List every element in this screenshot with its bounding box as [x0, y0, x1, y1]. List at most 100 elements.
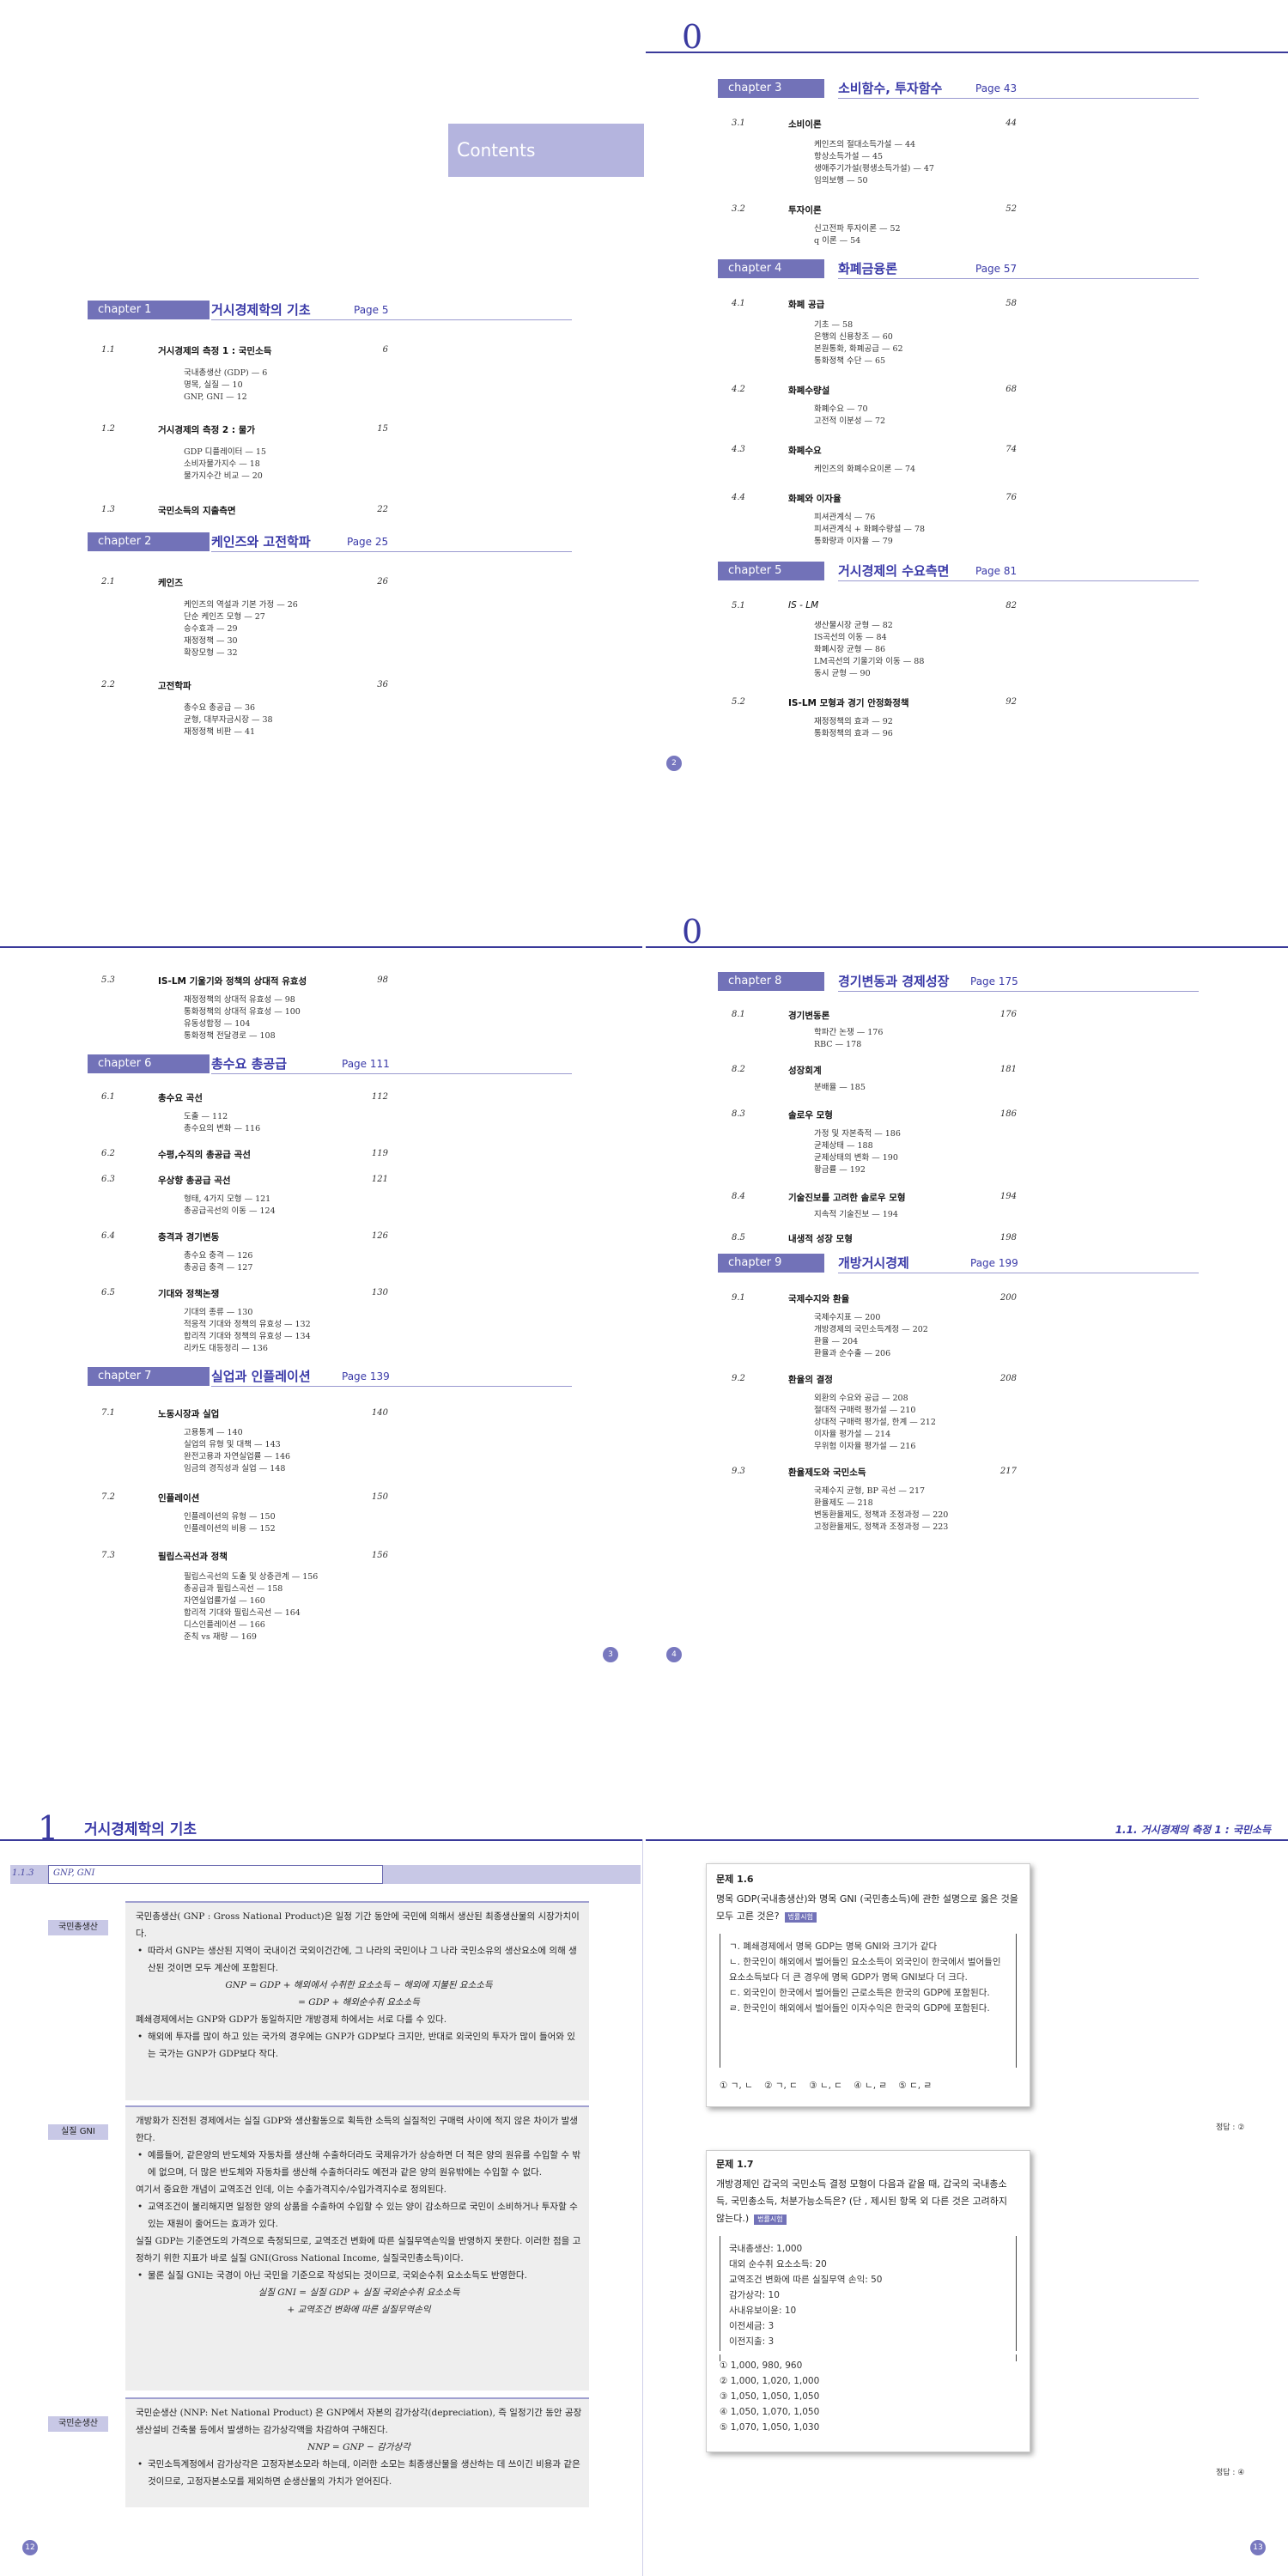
toc-sub-item[interactable]: 균제상태의 변화 — 190: [814, 1153, 898, 1163]
toc-sub-item[interactable]: q 이론 — 54: [814, 236, 861, 246]
toc-sub-item[interactable]: 단순 케인즈 모형 — 27: [184, 612, 265, 622]
toc-section-title[interactable]: 노동시장과 실업: [158, 1409, 220, 1419]
toc-section-title[interactable]: 투자이론: [788, 205, 822, 216]
toc-sub-item[interactable]: 피셔관계식 + 화폐수량설 — 78: [814, 525, 926, 534]
toc-sub-item[interactable]: 기대의 종류 — 130: [184, 1308, 253, 1317]
toc-sub-item[interactable]: 필립스곡선의 도출 및 상충관계 — 156: [184, 1572, 319, 1582]
toc-sub-item[interactable]: LM곡선의 기울기와 이동 — 88: [814, 657, 925, 666]
toc-sub-item[interactable]: 재정정책 비판 — 41: [184, 727, 256, 737]
toc-section-title[interactable]: 화폐와 이자율: [788, 494, 841, 504]
toc-sub-item[interactable]: 명목, 실질 — 10: [184, 380, 243, 390]
toc-section-title[interactable]: 기술진보를 고려한 솔로우 모형: [788, 1193, 906, 1203]
toc-sub-item[interactable]: 이자율 평가설 — 214: [814, 1430, 891, 1439]
toc-sub-item[interactable]: 소비자물가지수 — 18: [184, 459, 260, 469]
toc-sub-item[interactable]: 재정정책 — 30: [184, 636, 238, 646]
toc-section-title[interactable]: 경기변동론: [788, 1011, 830, 1021]
toc-sub-item[interactable]: 생산물시장 균형 — 82: [814, 621, 893, 630]
toc-section-title[interactable]: 수평,수직의 총공급 곡선: [158, 1150, 251, 1160]
toc-section-title[interactable]: 거시경제의 측정 1 : 국민소득: [158, 346, 272, 356]
toc-sub-item[interactable]: 외환의 수요와 공급 — 208: [814, 1394, 908, 1403]
toc-sub-item[interactable]: 실업의 유형 및 대책 — 143: [184, 1440, 281, 1449]
toc-sub-item[interactable]: 고전적 이분성 — 72: [814, 416, 886, 426]
toc-section-title[interactable]: 화폐수요: [788, 446, 822, 456]
toc-sub-item[interactable]: 확장모형 — 32: [184, 648, 238, 658]
toc-sub-item[interactable]: 통화량과 이자율 — 79: [814, 537, 893, 546]
toc-section-title[interactable]: 솔로우 모형: [788, 1110, 833, 1121]
toc-section-title[interactable]: 필립스곡선과 정책: [158, 1552, 228, 1562]
toc-sub-item[interactable]: 인플레이션의 비용 — 152: [184, 1524, 276, 1534]
toc-sub-item[interactable]: 케인즈의 화폐수요이론 — 74: [814, 465, 916, 474]
toc-sub-item[interactable]: 환율제도 — 218: [814, 1498, 873, 1508]
toc-section-title[interactable]: 국민소득의 지출측면: [158, 506, 236, 516]
toc-sub-item[interactable]: 학파간 논쟁 — 176: [814, 1028, 884, 1037]
toc-section-title[interactable]: 인플레이션: [158, 1493, 200, 1504]
toc-sub-item[interactable]: 통화정책의 효과 — 96: [814, 729, 893, 738]
toc-sub-item[interactable]: 임의보행 — 50: [814, 176, 868, 185]
toc-sub-item[interactable]: 준칙 vs 재량 — 169: [184, 1632, 257, 1642]
toc-section-title[interactable]: IS-LM 모형과 경기 안정화정책: [788, 698, 909, 708]
toc-section-title[interactable]: 거시경제의 측정 2 : 물가: [158, 425, 256, 435]
toc-sub-item[interactable]: 신고전파 투자이론 — 52: [814, 224, 901, 234]
toc-sub-item[interactable]: GNP, GNI — 12: [184, 392, 247, 402]
toc-sub-item[interactable]: 본원통화, 화폐공급 — 62: [814, 344, 903, 354]
toc-section-title[interactable]: 소비이론: [788, 119, 822, 130]
toc-sub-item[interactable]: 통화정책 전달경로 — 108: [184, 1031, 276, 1041]
toc-sub-item[interactable]: 피셔관계식 — 76: [814, 513, 876, 522]
toc-sub-item[interactable]: 총공급곡선의 이동 — 124: [184, 1206, 276, 1216]
toc-section-title[interactable]: 우상향 총공급 곡선: [158, 1176, 231, 1186]
toc-sub-item[interactable]: 합리적 기대와 정책의 유효성 — 134: [184, 1332, 311, 1341]
toc-sub-item[interactable]: GDP 디플레이터 — 15: [184, 447, 266, 457]
toc-sub-item[interactable]: 물가지수간 비교 — 20: [184, 471, 263, 481]
toc-sub-item[interactable]: 국제수지표 — 200: [814, 1313, 881, 1322]
toc-sub-item[interactable]: 환율과 순수출 — 206: [814, 1349, 891, 1358]
toc-sub-item[interactable]: 분배율 — 185: [814, 1083, 866, 1092]
toc-sub-item[interactable]: 적응적 기대와 정책의 유효성 — 132: [184, 1320, 311, 1329]
toc-sub-item[interactable]: 유동성함정 — 104: [184, 1019, 251, 1029]
toc-sub-item[interactable]: 화폐시장 균형 — 86: [814, 645, 886, 654]
toc-section-title[interactable]: 화폐수량설: [788, 386, 830, 396]
toc-sub-item[interactable]: 화폐수요 — 70: [814, 404, 868, 414]
toc-section-title[interactable]: 국제수지와 환율: [788, 1294, 850, 1304]
toc-sub-item[interactable]: 국내총생산 (GDP) — 6: [184, 368, 268, 378]
toc-sub-item[interactable]: 총수요의 변화 — 116: [184, 1124, 261, 1133]
toc-sub-item[interactable]: 국제수지 균형, BP 곡선 — 217: [814, 1486, 926, 1496]
toc-sub-item[interactable]: 리카도 대등정리 — 136: [184, 1344, 268, 1353]
toc-sub-item[interactable]: 총수요 총공급 — 36: [184, 703, 256, 713]
toc-sub-item[interactable]: 통화정책 수단 — 65: [814, 356, 886, 366]
toc-sub-item[interactable]: 가정 및 자본축적 — 186: [814, 1129, 901, 1139]
toc-section-title[interactable]: 기대와 정책논쟁: [158, 1289, 220, 1299]
toc-sub-item[interactable]: 재정정책의 상대적 유효성 — 98: [184, 995, 295, 1005]
toc-sub-item[interactable]: 고정환율제도, 정책과 조정과정 — 223: [814, 1522, 949, 1532]
toc-sub-item[interactable]: 무위험 이자율 평가설 — 216: [814, 1442, 916, 1451]
toc-sub-item[interactable]: 동시 균형 — 90: [814, 669, 871, 678]
toc-sub-item[interactable]: 총수요 충격 — 126: [184, 1251, 253, 1261]
toc-sub-item[interactable]: 고용통계 — 140: [184, 1428, 243, 1437]
toc-section-title[interactable]: 화폐 공급: [788, 300, 825, 310]
toc-sub-item[interactable]: 통화정책의 상대적 유효성 — 100: [184, 1007, 301, 1017]
toc-section-title[interactable]: 내생적 성장 모형: [788, 1234, 853, 1244]
toc-sub-item[interactable]: 개방경제의 국민소득계정 — 202: [814, 1325, 928, 1334]
toc-sub-item[interactable]: 인플레이션의 유형 — 150: [184, 1512, 276, 1522]
toc-sub-item[interactable]: 생애주기가설(평생소득가설) — 47: [814, 164, 934, 173]
toc-sub-item[interactable]: 합리적 기대와 필립스곡선 — 164: [184, 1608, 301, 1618]
toc-section-title[interactable]: 고전학파: [158, 681, 191, 691]
toc-section-title[interactable]: IS - LM: [788, 600, 819, 611]
toc-sub-item[interactable]: 디스인플레이션 — 166: [184, 1620, 265, 1630]
toc-sub-item[interactable]: 승수효과 — 29: [184, 624, 238, 634]
toc-sub-item[interactable]: 형태, 4가지 모형 — 121: [184, 1194, 271, 1204]
toc-section-title[interactable]: IS-LM 기울기와 정책의 상대적 유효성: [158, 976, 307, 987]
toc-sub-item[interactable]: 균형, 대부자금시장 — 38: [184, 715, 273, 725]
toc-sub-item[interactable]: 항상소득가설 — 45: [814, 152, 884, 161]
toc-section-title[interactable]: 케인즈: [158, 578, 183, 588]
toc-sub-item[interactable]: 균제상태 — 188: [814, 1141, 873, 1151]
toc-section-title[interactable]: 총수요 곡선: [158, 1093, 203, 1103]
toc-sub-item[interactable]: 완전고용과 자연실업률 — 146: [184, 1452, 291, 1461]
toc-sub-item[interactable]: 케인즈의 절대소득가설 — 44: [814, 140, 916, 149]
toc-section-title[interactable]: 충격과 경기변동: [158, 1232, 220, 1242]
toc-sub-item[interactable]: 황금률 — 192: [814, 1165, 866, 1175]
toc-sub-item[interactable]: 총공급 충격 — 127: [184, 1263, 253, 1273]
toc-section-title[interactable]: 환율의 결정: [788, 1375, 833, 1385]
toc-sub-item[interactable]: RBC — 178: [814, 1040, 862, 1049]
toc-sub-item[interactable]: IS곡선의 이동 — 84: [814, 633, 887, 642]
toc-sub-item[interactable]: 임금의 경직성과 실업 — 148: [184, 1464, 286, 1473]
